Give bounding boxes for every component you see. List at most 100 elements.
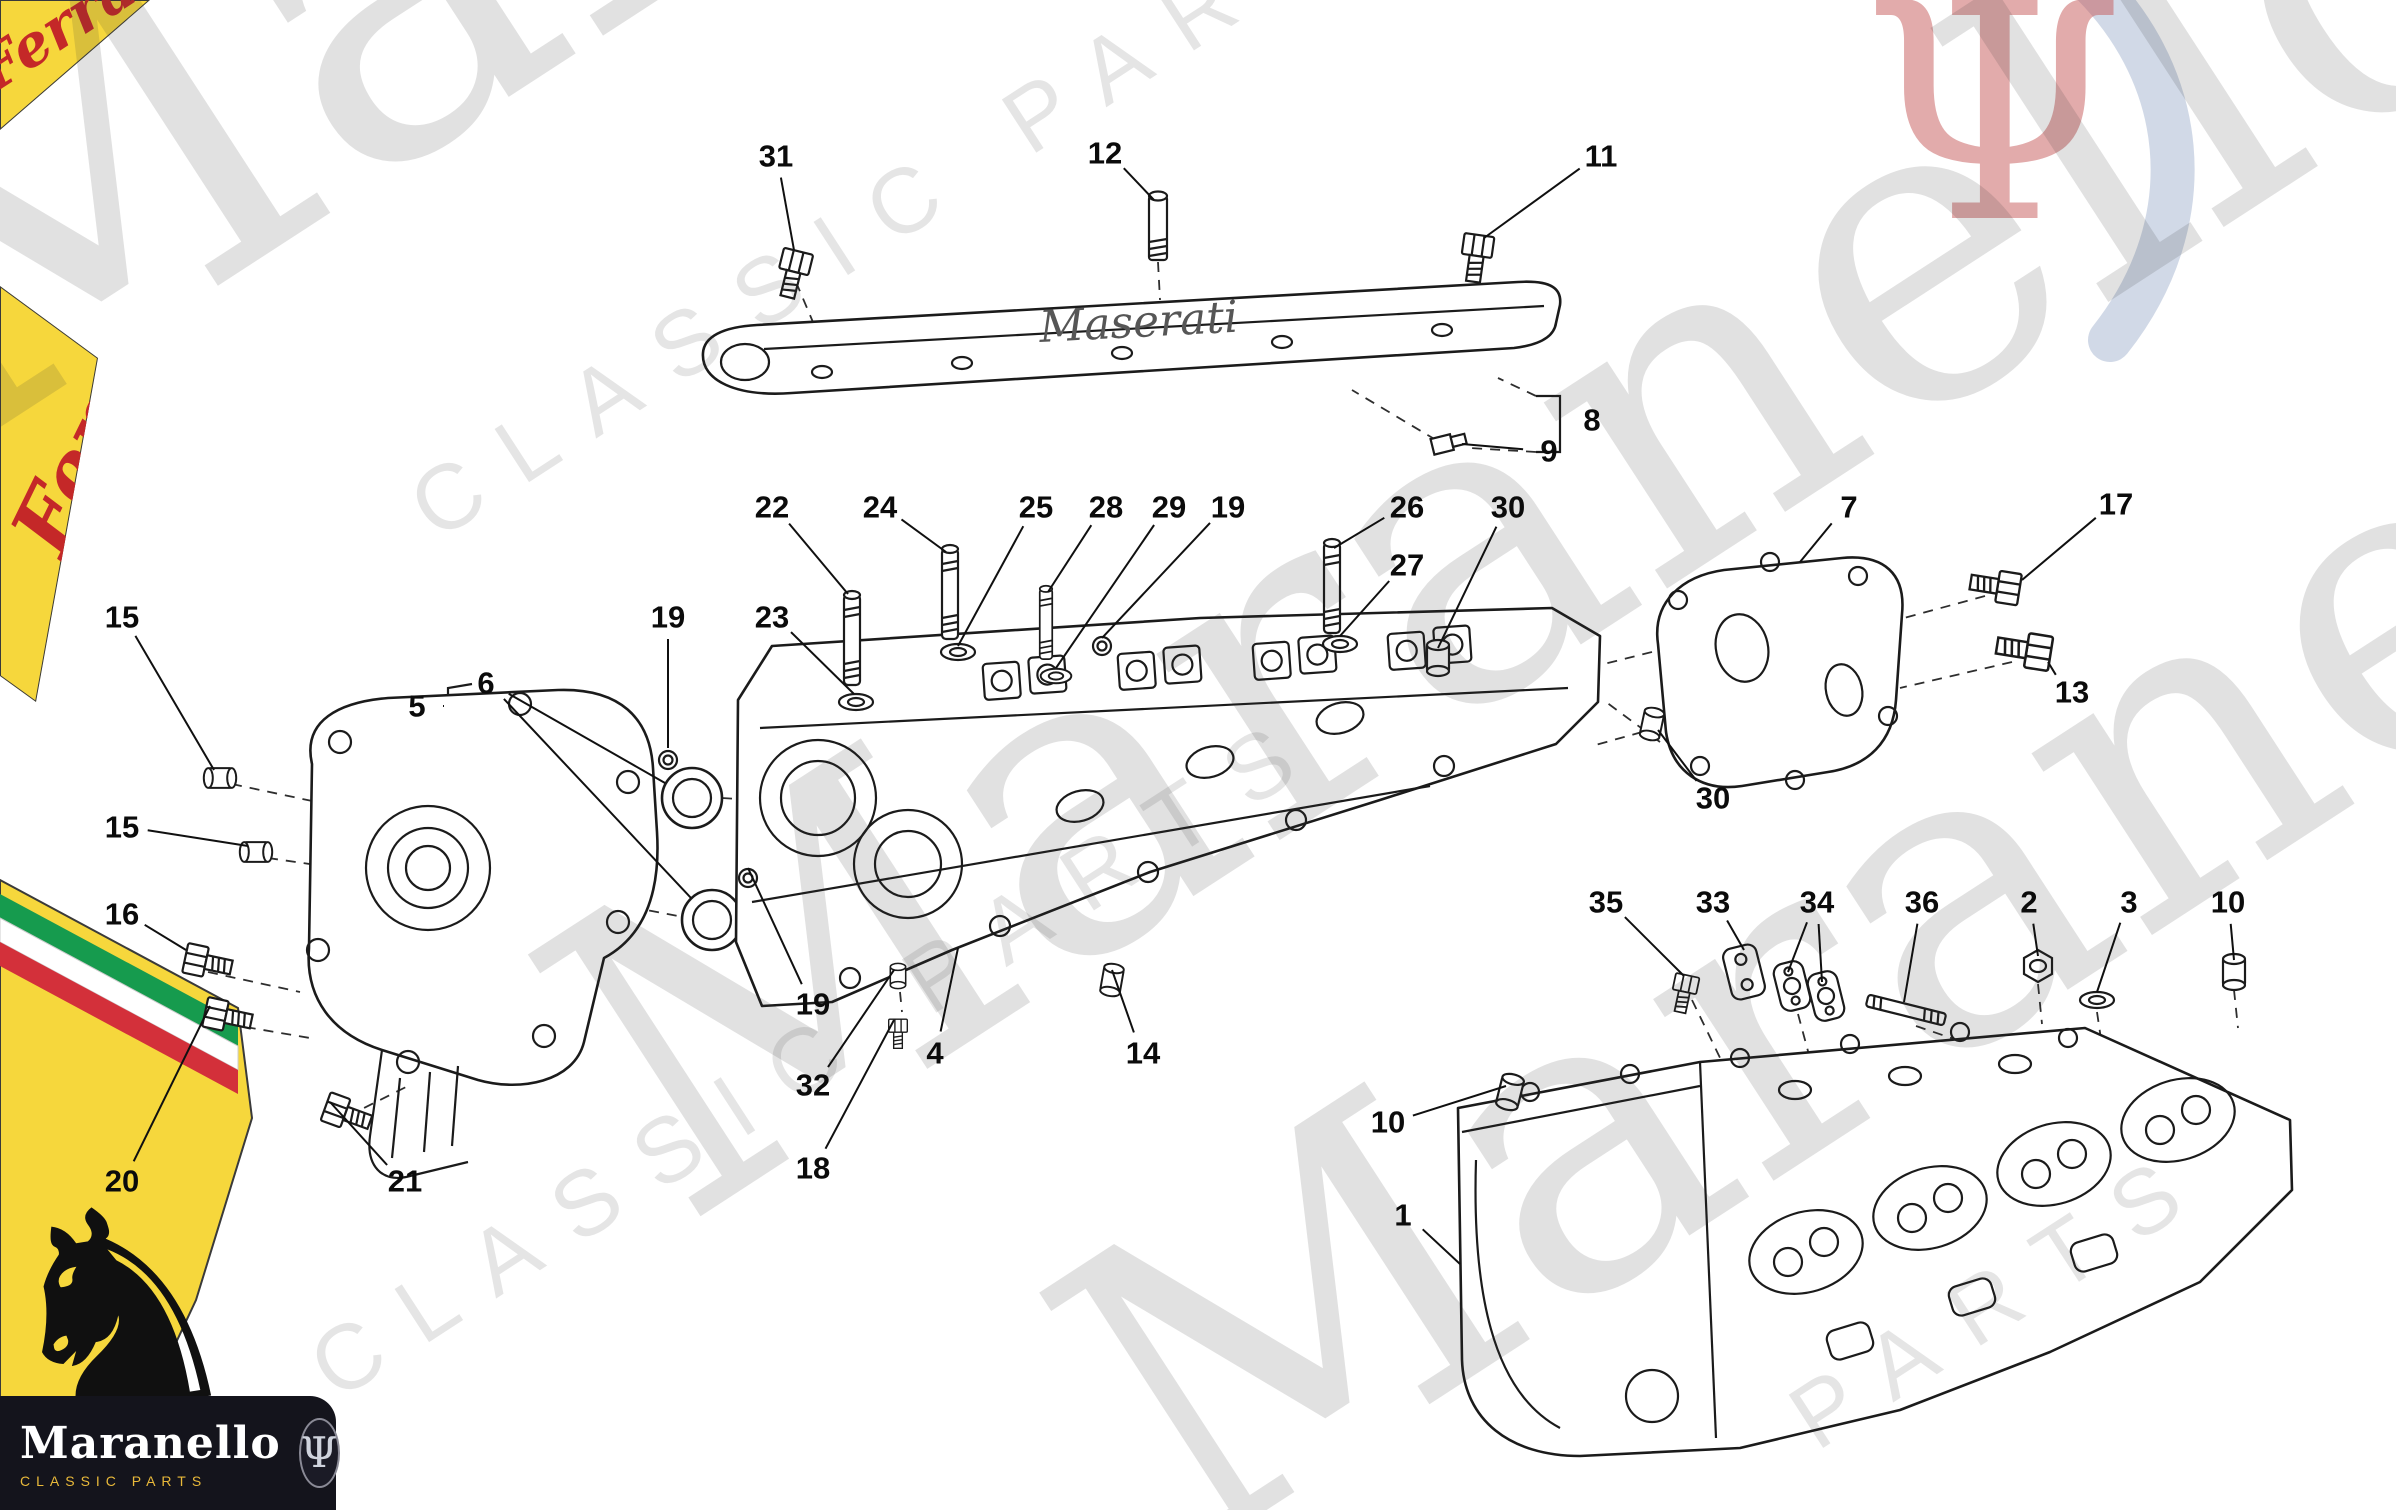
callout-30: 30 — [1490, 489, 1526, 525]
callout-31: 31 — [758, 138, 794, 174]
brand-name: Maranello — [20, 1417, 281, 1469]
callout-30: 30 — [1695, 780, 1731, 816]
bracket-8 — [1536, 394, 1562, 454]
callout-19: 19 — [650, 599, 686, 635]
callout-36: 36 — [1904, 884, 1940, 920]
leader-line-10 — [1412, 1085, 1507, 1117]
callout-19: 19 — [1210, 489, 1246, 525]
callout-22: 22 — [754, 489, 790, 525]
leader-line-16 — [144, 923, 187, 951]
callout-10: 10 — [1370, 1104, 1406, 1140]
leader-line-31 — [779, 177, 795, 251]
leader-line-7 — [1799, 522, 1833, 563]
cam-seal-upper — [660, 766, 724, 830]
callout-3: 3 — [2120, 884, 2138, 920]
leader-line-34 — [1817, 923, 1823, 983]
callout-35: 35 — [1588, 884, 1624, 920]
leader-line-33 — [1726, 920, 1745, 951]
callout-26: 26 — [1389, 489, 1425, 525]
italian-stripe-red — [0, 942, 238, 1094]
callout-20: 20 — [104, 1163, 140, 1199]
callout-11: 11 — [1584, 138, 1618, 174]
leader-line-32 — [827, 969, 895, 1068]
leader-line-12 — [1123, 167, 1155, 201]
maranello-logo-bar: Maranello CLASSIC PARTS Ψ — [0, 1396, 340, 1510]
maserati-badge: Ψ — [298, 1418, 340, 1488]
leader-line-3 — [2096, 922, 2122, 993]
callout-15: 15 — [104, 599, 140, 635]
callout-23: 23 — [754, 599, 790, 635]
callout-25: 25 — [1018, 489, 1054, 525]
leader-line-30 — [1437, 526, 1498, 649]
leader-line-24 — [900, 518, 947, 553]
leader-line-19 — [747, 867, 803, 985]
leader-line-25 — [957, 525, 1025, 647]
callout-28: 28 — [1088, 489, 1124, 525]
callout-32: 32 — [795, 1067, 831, 1103]
cam-cover: Maserati — [701, 280, 1562, 395]
stud-12 — [1147, 190, 1169, 262]
leader-line-15 — [147, 829, 249, 847]
callout-1: 1 — [1394, 1197, 1412, 1233]
callout-4: 4 — [926, 1035, 944, 1071]
leader-line-35 — [1624, 916, 1685, 977]
leader-line-14 — [1111, 969, 1135, 1033]
callout-17: 17 — [2098, 486, 2134, 522]
callout-15: 15 — [104, 809, 140, 845]
leader-line-18 — [824, 1019, 895, 1150]
gasket-34b — [1806, 970, 1846, 1022]
brand-text: Maranello CLASSIC PARTS — [20, 1418, 281, 1489]
leader-line-23 — [790, 631, 855, 695]
callout-10: 10 — [2210, 884, 2246, 920]
callout-29: 29 — [1151, 489, 1187, 525]
callout-16: 16 — [104, 896, 140, 932]
fasteners — [181, 190, 2247, 1138]
leader-line-2 — [2032, 923, 2039, 957]
callout-5: 5 — [408, 688, 426, 724]
leader-line-9 — [1461, 443, 1524, 451]
stud-36 — [1865, 994, 1947, 1026]
callout-34: 34 — [1799, 884, 1835, 920]
callout-18: 18 — [795, 1150, 831, 1186]
leader-line-27 — [1339, 580, 1390, 637]
maserati-swoosh-icon — [2077, 0, 2195, 362]
cam-tower — [1116, 644, 1203, 691]
front-timing-cover — [305, 688, 659, 1179]
callout-6: 6 — [477, 665, 495, 701]
callout-33: 33 — [1695, 884, 1731, 920]
callout-7: 7 — [1840, 489, 1858, 525]
callout-14: 14 — [1125, 1035, 1161, 1071]
leader-line-21 — [329, 1101, 388, 1166]
leader-line-13 — [2047, 661, 2057, 676]
leader-line-30 — [1657, 729, 1698, 782]
leader-line-10 — [2229, 923, 2235, 961]
ferrari-shield-bottom-left: ♞ — [0, 878, 266, 1510]
cam-cover-script: Maserati — [1037, 292, 1239, 353]
callout-13: 13 — [2054, 674, 2090, 710]
gasket-34a — [1772, 960, 1812, 1012]
italian-stripe-green — [0, 894, 238, 1046]
callout-2: 2 — [2020, 884, 2038, 920]
callout-9: 9 — [1540, 433, 1558, 469]
callout-8: 8 — [1583, 402, 1601, 438]
leader-line-1 — [1422, 1228, 1461, 1265]
cam-tower — [1251, 634, 1338, 681]
maserati-trident-icon: Ψ — [300, 1428, 338, 1477]
leader-line-22 — [788, 522, 849, 595]
leader-line-6 — [508, 692, 666, 784]
cylinder-head-front — [734, 606, 1602, 1008]
callout-12: 12 — [1087, 135, 1123, 171]
leader-line-34 — [1787, 921, 1808, 973]
callout-27: 27 — [1389, 547, 1425, 583]
leader-line-19 — [1101, 522, 1211, 639]
leader-line-11 — [1483, 167, 1581, 239]
leader-line-17 — [2021, 517, 2097, 581]
combustion-chambers — [1748, 1077, 2236, 1295]
brand-tagline: CLASSIC PARTS — [20, 1472, 208, 1489]
maserati-watermark-top-right: Ψ — [1862, 0, 2195, 362]
maserati-trident-watermark-icon: Ψ — [1862, 0, 2125, 289]
